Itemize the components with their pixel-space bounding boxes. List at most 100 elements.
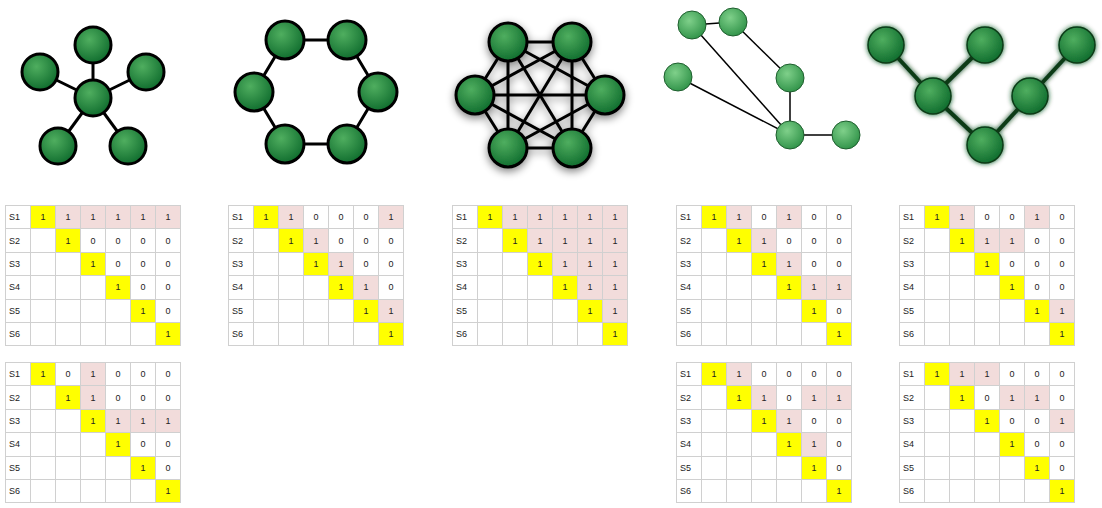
empty-cell — [30, 385, 56, 409]
adjacency-matrix: S1111111S211111S31111S4111S511S61 — [452, 205, 627, 345]
matrix-cell: 1 — [577, 205, 603, 229]
empty-cell — [105, 456, 131, 480]
empty-cell — [55, 299, 81, 323]
row-label: S4 — [228, 275, 254, 299]
matrix-cell: 0 — [1049, 205, 1075, 229]
matrix-cell: 0 — [1049, 252, 1075, 276]
empty-cell — [30, 432, 56, 456]
empty-cell — [30, 228, 56, 252]
diagonal-cell: 1 — [999, 275, 1025, 299]
matrix-cell: 0 — [999, 252, 1025, 276]
matrix-cell: 1 — [602, 228, 628, 252]
matrix-cell: 0 — [328, 205, 354, 229]
row-label: S4 — [899, 432, 925, 456]
diagonal-cell: 1 — [924, 362, 950, 386]
matrix-cell: 0 — [826, 228, 852, 252]
matrix-cell: 0 — [155, 456, 181, 480]
row-label: S1 — [452, 205, 478, 229]
row-label: S5 — [5, 299, 31, 323]
empty-cell — [726, 456, 752, 480]
empty-cell — [974, 432, 1000, 456]
matrix-cell: 1 — [826, 275, 852, 299]
matrix-cell: 0 — [1049, 275, 1075, 299]
empty-cell — [477, 299, 503, 323]
matrix-cell: 1 — [552, 252, 578, 276]
empty-cell — [253, 322, 279, 346]
empty-cell — [552, 322, 578, 346]
matrix-cell: 0 — [1024, 409, 1050, 433]
diagonal-cell: 1 — [30, 205, 56, 229]
row-label: S2 — [676, 385, 702, 409]
empty-cell — [105, 479, 131, 503]
diagonal-cell: 1 — [130, 456, 156, 480]
empty-cell — [751, 322, 777, 346]
empty-cell — [949, 409, 975, 433]
row-label: S4 — [5, 275, 31, 299]
matrix-cell: 1 — [974, 362, 1000, 386]
diagonal-cell: 1 — [477, 205, 503, 229]
empty-cell — [328, 299, 354, 323]
empty-cell — [477, 275, 503, 299]
matrix-cell: 0 — [155, 252, 181, 276]
empty-cell — [999, 479, 1025, 503]
diagonal-cell: 1 — [949, 228, 975, 252]
matrix-cell: 0 — [1024, 275, 1050, 299]
row-label: S2 — [452, 228, 478, 252]
empty-cell — [751, 479, 777, 503]
matrix-cell: 0 — [1049, 385, 1075, 409]
matrix-cell: 0 — [1024, 228, 1050, 252]
matrix-cell: 0 — [1049, 456, 1075, 480]
empty-cell — [949, 275, 975, 299]
empty-cell — [1024, 479, 1050, 503]
matrix-cell: 0 — [1024, 252, 1050, 276]
matrix-cell: 0 — [1049, 228, 1075, 252]
empty-cell — [527, 322, 553, 346]
matrix-cell: 0 — [801, 409, 827, 433]
matrix-cell: 1 — [353, 275, 379, 299]
empty-cell — [105, 299, 131, 323]
row-label: S1 — [676, 362, 702, 386]
diagonal-cell: 1 — [924, 205, 950, 229]
matrix-cell: 0 — [155, 299, 181, 323]
matrix-cell: 0 — [378, 252, 404, 276]
matrix-cell: 1 — [801, 385, 827, 409]
empty-cell — [999, 299, 1025, 323]
empty-cell — [353, 322, 379, 346]
empty-cell — [701, 228, 727, 252]
matrix-cell: 1 — [949, 205, 975, 229]
empty-cell — [726, 479, 752, 503]
empty-cell — [527, 275, 553, 299]
matrix-cell: 0 — [1049, 362, 1075, 386]
diagonal-cell: 1 — [353, 299, 379, 323]
diagonal-cell: 1 — [80, 252, 106, 276]
diagonal-cell: 1 — [776, 432, 802, 456]
empty-cell — [552, 299, 578, 323]
empty-cell — [278, 299, 304, 323]
diagonal-cell: 1 — [751, 409, 777, 433]
matrix-cell: 1 — [502, 205, 528, 229]
empty-cell — [776, 456, 802, 480]
matrix-cell: 0 — [130, 228, 156, 252]
empty-cell — [974, 479, 1000, 503]
row-label: S4 — [5, 432, 31, 456]
empty-cell — [303, 275, 329, 299]
row-label: S1 — [899, 205, 925, 229]
matrix-cell: 0 — [155, 385, 181, 409]
row-label: S6 — [899, 322, 925, 346]
empty-cell — [527, 299, 553, 323]
matrix-cell: 1 — [602, 252, 628, 276]
matrix-cell: 0 — [826, 432, 852, 456]
matrix-cell: 1 — [303, 228, 329, 252]
diagonal-cell: 1 — [701, 362, 727, 386]
matrix-cell: 0 — [1024, 432, 1050, 456]
empty-cell — [974, 322, 1000, 346]
matrix-cell: 0 — [776, 385, 802, 409]
matrix-cell: 1 — [80, 362, 106, 386]
diagonal-cell: 1 — [776, 275, 802, 299]
empty-cell — [130, 322, 156, 346]
row-label: S6 — [228, 322, 254, 346]
row-label: S3 — [676, 409, 702, 433]
row-label: S6 — [5, 322, 31, 346]
empty-cell — [328, 322, 354, 346]
empty-cell — [55, 456, 81, 480]
